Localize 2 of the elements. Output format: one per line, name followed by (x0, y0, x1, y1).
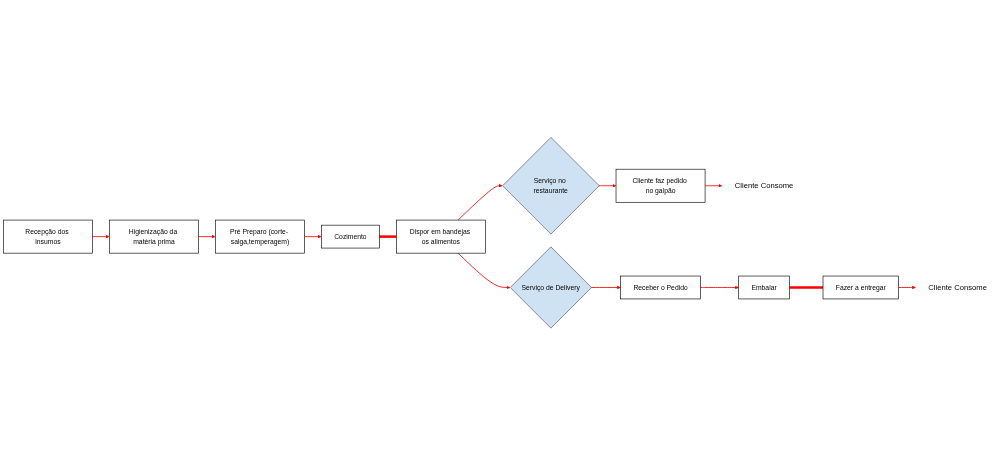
connector (379, 235, 397, 239)
connector (789, 286, 823, 289)
